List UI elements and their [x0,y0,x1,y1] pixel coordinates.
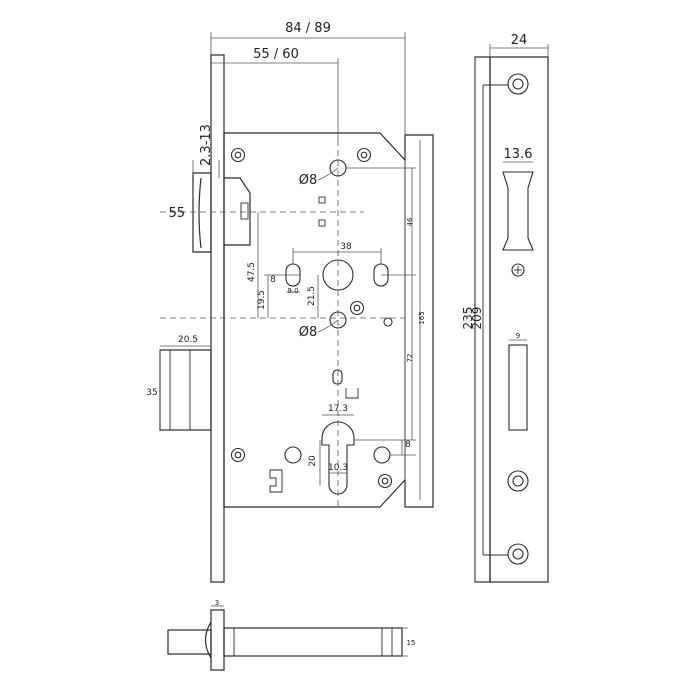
strike-bolt-slot [508,344,528,431]
dim-19-5: 19.5 [257,290,267,310]
strike-plate [489,56,549,583]
dim-spacing-38: 38 [340,242,352,252]
dim-47-5: 47.5 [247,262,257,282]
dim-strike-235: 235 [461,307,475,330]
dim-cylinder-20: 20 [308,455,318,467]
dim-latch-width: 13.6 [504,147,533,162]
cylinder-cutout [321,421,355,495]
dim-strike-width: 24 [511,33,528,48]
strike-latch-cutout [502,171,534,251]
dim-cylinder-10-3: 10.3 [328,463,348,473]
side-view [167,605,408,671]
dim-21-5: 21.5 [307,286,317,306]
dim-strike-9: 9 [516,332,520,340]
dim-height-72: 72 [406,354,414,363]
small-hole [383,317,393,327]
dim-latch-height: 55 [168,206,185,221]
dead-bolt [159,349,212,431]
dim-face-thickness: 2.3-13 [199,124,214,166]
strike-plate-view [474,44,549,583]
dim-hole-lower: Ø8 [299,325,318,340]
dim-height-165: 165 [418,311,426,324]
dim-side-3: 3 [215,599,219,607]
dim-bolt-throw: 20.5 [178,335,198,345]
dim-bolt-height: 35 [146,388,157,398]
dim-side-15: 15 [407,639,416,647]
dimension-lines [159,32,421,500]
latch-bolt [192,172,251,253]
lock-body-view [159,54,434,583]
dim-strike-209: 209 [470,307,484,330]
dim-cylinder-width: 17.3 [328,404,348,414]
dim-9-0: 9.0 [287,287,298,295]
dim-width-total: 84 / 89 [285,21,331,36]
lock-case [223,132,434,508]
dim-hole-upper: Ø8 [299,173,318,188]
dim-upper-46: 46 [406,217,414,226]
dim-8-small: 8 [270,275,276,285]
dim-backset: 55 / 60 [253,47,299,62]
dim-8-right: 8 [405,440,411,450]
